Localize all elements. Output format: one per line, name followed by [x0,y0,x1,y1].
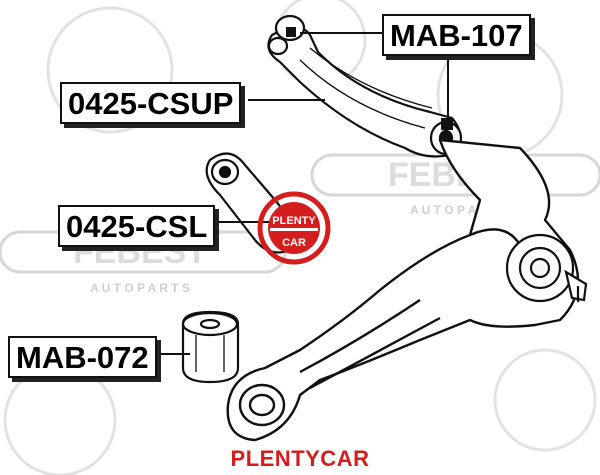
part-label-0425-csl: 0425-CSL [58,205,216,247]
auto-parts-text: A U T O P A R T S [90,281,190,295]
footer-brand: PLENTYCAR [230,446,370,471]
part-label-0425-csup: 0425-CSUP [60,82,242,124]
upper-arm-detail-lines [299,47,433,129]
plentycar-seal-logo: PLENTY CAR [257,191,331,265]
part-label-mab072: MAB-072 [8,336,157,378]
seal-top-text: PLENTY [272,215,316,227]
part-label-mab107: MAB-107 [382,14,531,56]
wheel-hub [505,233,588,303]
trailing-arm-knuckle [226,138,580,442]
seal-bottom-text: CAR [282,237,306,249]
pointer-markers [286,27,453,130]
bushing-mab072 [181,310,240,384]
